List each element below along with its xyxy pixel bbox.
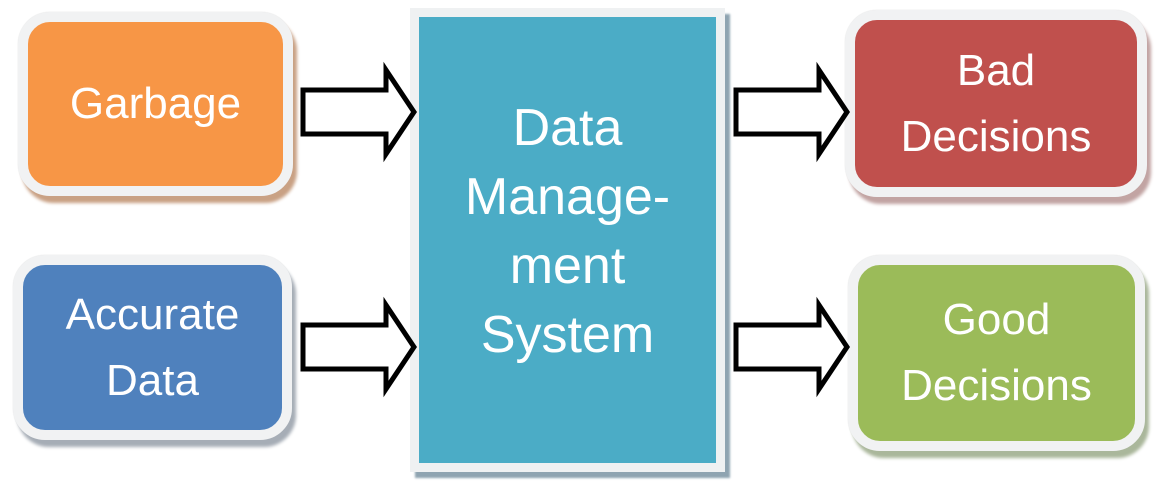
node-good-decisions-label-line2: Decisions (901, 361, 1092, 410)
arrow-accurate-data-to-dms-icon (300, 296, 418, 398)
node-dms-label-line3: ment (509, 237, 626, 295)
node-dms-label-line2: Manage- (464, 168, 671, 226)
node-garbage: Garbage (18, 12, 293, 196)
arrow-garbage-to-dms-icon (300, 61, 418, 163)
node-good-decisions: Good Decisions (848, 255, 1145, 451)
node-data-management-system: Data Manage- ment System (410, 8, 725, 472)
node-dms-label-line1: Data (512, 99, 623, 157)
node-accurate-data: Accurate Data (13, 255, 292, 440)
node-good-decisions-label-line1: Good (942, 295, 1051, 344)
node-accurate-data-label-line2: Data (106, 355, 199, 405)
arrow-dms-to-bad-decisions-icon (733, 61, 851, 163)
node-dms-label-line4: System (480, 306, 655, 364)
node-bad-decisions-label-line2: Decisions (900, 111, 1092, 161)
node-accurate-data-label-line1: Accurate (65, 289, 240, 339)
node-bad-decisions-label-line1: Bad (956, 45, 1036, 95)
node-garbage-label: Garbage (69, 79, 242, 128)
node-bad-decisions: Bad Decisions (845, 10, 1147, 197)
arrow-dms-to-good-decisions-icon (733, 296, 851, 398)
